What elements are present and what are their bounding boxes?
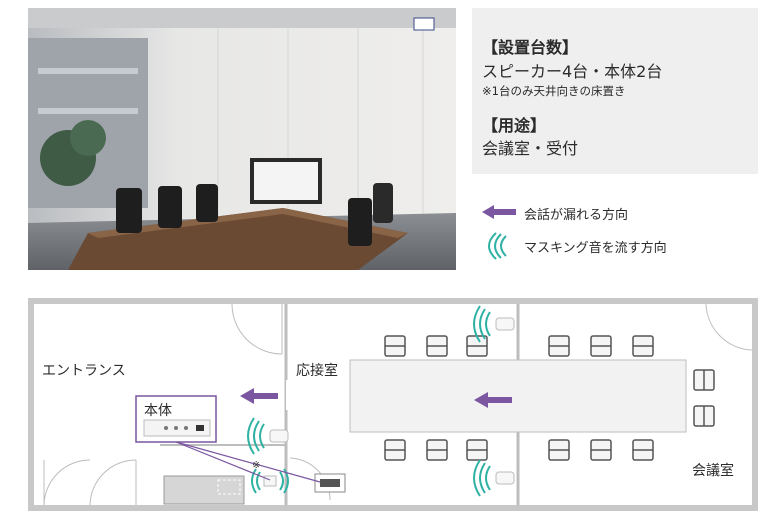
units-text: スピーカー4台・本体2台: [482, 62, 663, 81]
units-note: ※1台のみ天井向きの床置き: [482, 84, 626, 98]
use-heading: 【用途】: [482, 116, 547, 135]
floor-plan: エントランス 応接室 会議室 本体 ※: [0, 280, 766, 511]
unit-label: 本体: [144, 403, 172, 419]
entrance-label: エントランス: [42, 363, 126, 379]
info-box: 【設置台数】 スピーカー4台・本体2台 ※1台のみ天井向きの床置き 【用途】 会…: [472, 8, 758, 174]
legend-arrow-text: 会話が漏れる方向: [524, 208, 629, 223]
reception-label: 応接室: [296, 363, 338, 379]
legend-wave-text: マスキング音を流す方向: [524, 241, 667, 256]
legend-wave-icon: [486, 232, 516, 260]
asterisk-mark: ※: [252, 460, 261, 471]
units-heading: 【設置台数】: [482, 38, 579, 57]
meeting-room-photo: [28, 8, 456, 270]
use-text: 会議室・受付: [482, 139, 579, 158]
legend-arrow-icon: [480, 202, 520, 222]
meeting-room-label: 会議室: [692, 463, 734, 479]
